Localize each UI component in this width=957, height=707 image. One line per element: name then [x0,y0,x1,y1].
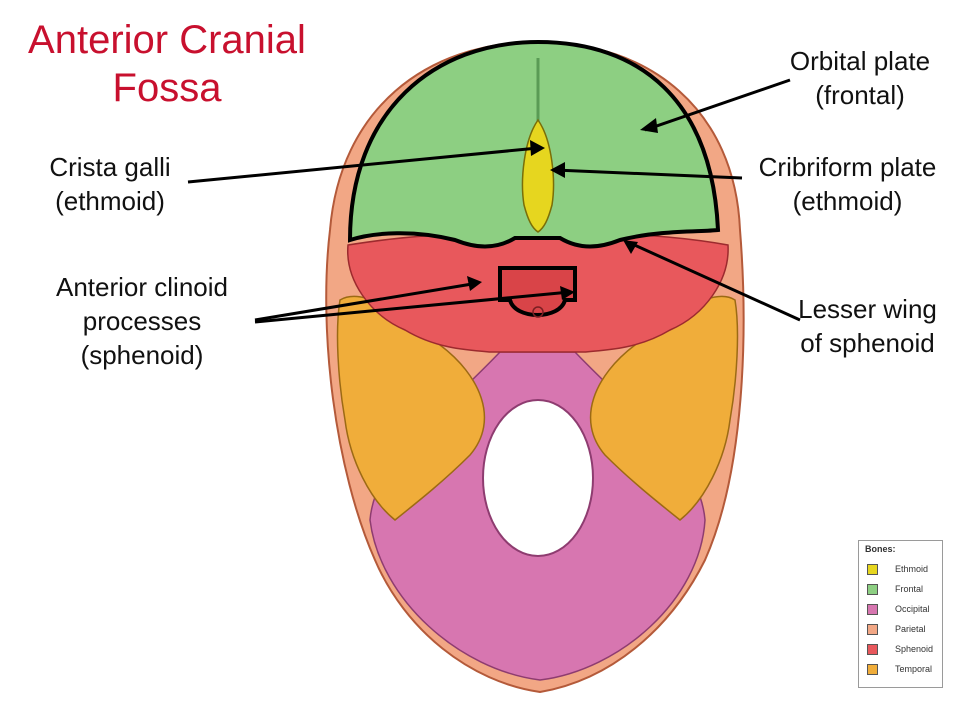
label-cribriform-plate: Cribriform plate (ethmoid) [758,152,937,216]
label-orbital-plate: Orbital plate (frontal) [789,46,931,110]
title-line-1: Anterior Cranial [28,18,306,62]
foramen-magnum [482,399,594,557]
label-arrows [187,78,801,324]
label-lesser-wing: Lesser wing of sphenoid [798,294,937,358]
optic-foramen-dot [532,306,544,318]
arrow-heads [467,118,658,300]
legend-swatch-occipital [867,604,878,615]
legend-swatch-parietal [867,624,878,635]
legend-swatch-ethmoid [867,564,878,575]
legend-title: Bones: [865,544,896,554]
legend-swatch-frontal [867,584,878,595]
sella-turcica [498,266,577,317]
label-crista-galli: Crista galli (ethmoid) [49,152,171,216]
label-anterior-clinoid: Anterior clinoid processes (sphenoid) [56,272,228,370]
bones-legend: Bones: Ethmoid Frontal Occipital Parieta… [858,540,943,688]
legend-swatch-sphenoid [867,644,878,655]
diagram-title: Anterior Cranial Fossa [8,16,326,112]
title-line-2: Fossa [112,66,222,110]
legend-swatch-temporal [867,664,878,675]
